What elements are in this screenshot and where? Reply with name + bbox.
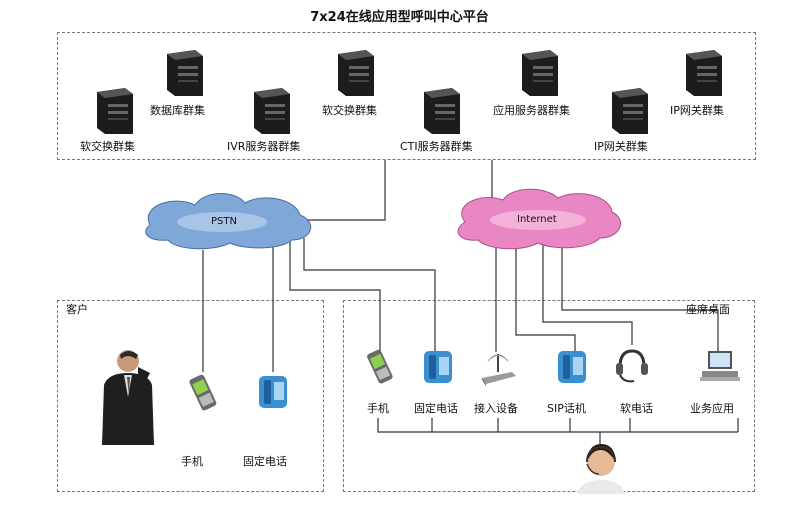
desk-phone-icon bbox=[259, 376, 287, 408]
desk-phone-icon bbox=[424, 351, 452, 383]
server-icon bbox=[167, 50, 203, 96]
businessman-figure bbox=[102, 350, 154, 445]
internet-to-softphone-line bbox=[542, 245, 633, 345]
server-label: IVR服务器群集 bbox=[227, 140, 301, 153]
access-device-icon bbox=[482, 354, 516, 386]
pstn-to-agent-mobile-line bbox=[289, 240, 381, 352]
server-label: IP网关群集 bbox=[594, 140, 648, 153]
headset-icon bbox=[616, 349, 648, 383]
server-icon bbox=[338, 50, 374, 96]
server-icon bbox=[522, 50, 558, 96]
agent-bus-line bbox=[377, 418, 738, 433]
internet-to-business-app-line bbox=[561, 245, 719, 352]
server-label: IP网关群集 bbox=[670, 104, 724, 117]
pstn-label: PSTN bbox=[211, 216, 237, 227]
server-to-pstn-line bbox=[305, 160, 386, 221]
server-label: CTI服务器群集 bbox=[400, 140, 473, 153]
server-label: 数据库群集 bbox=[150, 104, 205, 117]
customer-box-title: 客户 bbox=[66, 301, 88, 317]
server-icon bbox=[612, 88, 648, 134]
internet-to-sip-phone-line bbox=[515, 245, 576, 352]
customer-device-label: 固定电话 bbox=[243, 455, 287, 468]
pstn-to-agent-phone-line bbox=[303, 238, 436, 352]
server-icon bbox=[424, 88, 460, 134]
internet-cloud bbox=[457, 188, 621, 250]
agent-device-label: SIP话机 bbox=[547, 402, 586, 415]
agent-device-label: 业务应用 bbox=[690, 402, 734, 415]
internet-label: Internet bbox=[517, 214, 557, 225]
agent-device-label: 手机 bbox=[367, 402, 389, 415]
server-label: 软交换群集 bbox=[322, 104, 377, 117]
sip-phone-icon bbox=[558, 351, 586, 383]
computer-icon bbox=[700, 351, 740, 381]
server-icon bbox=[97, 88, 133, 134]
pstn-cloud bbox=[145, 193, 312, 250]
customer-box bbox=[57, 300, 324, 492]
agent-desktop-box bbox=[343, 300, 755, 492]
diagram-title: 7x24在线应用型呼叫中心平台 bbox=[310, 10, 489, 25]
server-label: 应用服务器群集 bbox=[493, 104, 570, 117]
mobile-phone-icon bbox=[189, 374, 217, 411]
customer-device-label: 手机 bbox=[181, 455, 203, 468]
mobile-phone-icon bbox=[367, 349, 393, 384]
call-center-agent-figure bbox=[577, 444, 625, 494]
agent-device-label: 软电话 bbox=[620, 402, 653, 415]
server-icon bbox=[254, 88, 290, 134]
agent-device-label: 固定电话 bbox=[414, 402, 458, 415]
server-cluster-box bbox=[57, 32, 756, 160]
agent-device-label: 接入设备 bbox=[474, 402, 518, 415]
server-icon bbox=[686, 50, 722, 96]
server-label: 软交换群集 bbox=[80, 140, 135, 153]
